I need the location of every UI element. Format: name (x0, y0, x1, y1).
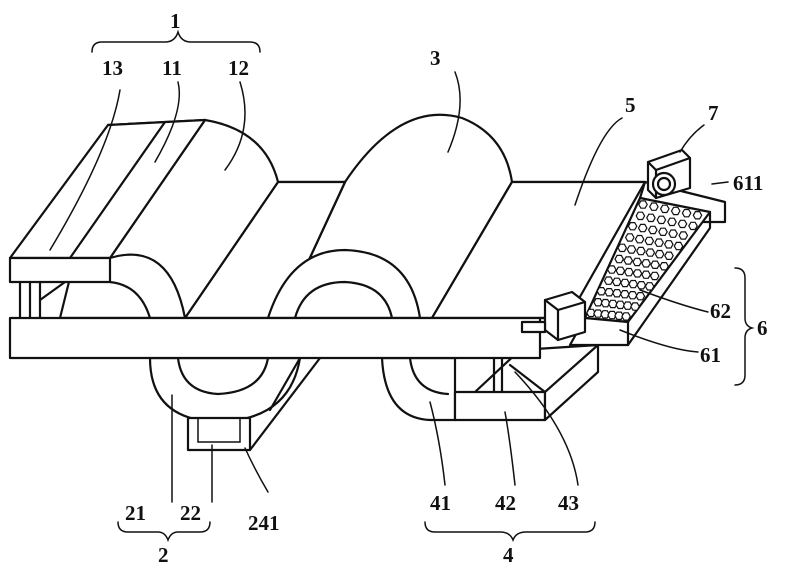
screen-hole (635, 236, 643, 243)
screen-hole (625, 269, 633, 276)
screen-hole (601, 300, 609, 307)
screen-hole (594, 299, 602, 306)
screen-hole (621, 291, 629, 298)
screen-hole (618, 244, 626, 251)
screen-hole (649, 226, 657, 233)
screen-hole (628, 292, 636, 299)
screen-hole (651, 261, 659, 268)
front-frame-bar (10, 318, 568, 358)
screen-hole (597, 288, 605, 295)
screen-hole (646, 249, 654, 256)
screen-hole (679, 232, 687, 239)
screen-hole (624, 302, 632, 309)
screen-hole (655, 251, 663, 258)
label-61: 61 (700, 343, 721, 367)
screen-hole (622, 313, 630, 320)
label-4: 4 (503, 543, 514, 567)
screen-hole (665, 241, 673, 248)
screen-hole (669, 230, 677, 237)
screen-hole (631, 303, 639, 310)
screen-hole (657, 216, 665, 223)
screen-hole (633, 270, 641, 277)
screen-hole (639, 201, 647, 208)
screen-hole (655, 239, 663, 246)
screen-hole (660, 263, 668, 270)
label-21: 21 (125, 501, 146, 525)
screen-hole (693, 212, 701, 219)
screen-hole (674, 242, 682, 249)
screen-hole (639, 224, 647, 231)
screen-hole (678, 220, 686, 227)
label-7: 7 (708, 101, 719, 125)
label-611: 611 (733, 171, 763, 195)
screen-hole (647, 214, 655, 221)
screen-hole (629, 281, 637, 288)
screen-hole (642, 271, 650, 278)
label-6: 6 (757, 316, 768, 340)
screen-hole (645, 283, 653, 290)
screen-hole (627, 246, 635, 253)
screen-hole (637, 282, 645, 289)
screen-hole (626, 234, 634, 241)
screen-hole (615, 255, 623, 262)
main-rollers (10, 115, 645, 318)
screen-hole (621, 279, 629, 286)
lower-roller-assembly-2 (150, 358, 320, 450)
label-41: 41 (430, 491, 451, 515)
screen-hole (659, 228, 667, 235)
screen-hole (633, 258, 641, 265)
label-62: 62 (710, 299, 731, 323)
screen-hole (651, 272, 659, 279)
label-12: 12 (228, 56, 249, 80)
label-1: 1 (170, 9, 181, 33)
screen-hole (637, 247, 645, 254)
screen-hole (665, 252, 673, 259)
label-42: 42 (495, 491, 516, 515)
screen-hole (689, 222, 697, 229)
label-43: 43 (558, 491, 579, 515)
screen-hole (636, 293, 644, 300)
screen-hole (609, 300, 617, 307)
motor-7 (648, 150, 690, 198)
label-13: 13 (102, 56, 123, 80)
screen-hole (650, 203, 658, 210)
screen-hole (608, 266, 616, 273)
label-241: 241 (248, 511, 280, 535)
label-22: 22 (180, 501, 201, 525)
screen-hole (642, 260, 650, 267)
screen-hole (616, 301, 624, 308)
screen-hole (672, 207, 680, 214)
screen-hole (628, 223, 636, 230)
screen-hole (605, 289, 613, 296)
label-11: 11 (162, 56, 182, 80)
screen-hole (661, 205, 669, 212)
screen-hole (636, 212, 644, 219)
screen-hole (604, 277, 612, 284)
screen-hole (613, 290, 621, 297)
screen-hole (613, 278, 621, 285)
screen-hole (645, 237, 653, 244)
label-2: 2 (158, 543, 169, 567)
label-5: 5 (625, 93, 636, 117)
screen-hole (616, 267, 624, 274)
screen-hole (668, 218, 676, 225)
screen-hole (624, 257, 632, 264)
screen-hole (682, 210, 690, 217)
label-3: 3 (430, 46, 441, 70)
